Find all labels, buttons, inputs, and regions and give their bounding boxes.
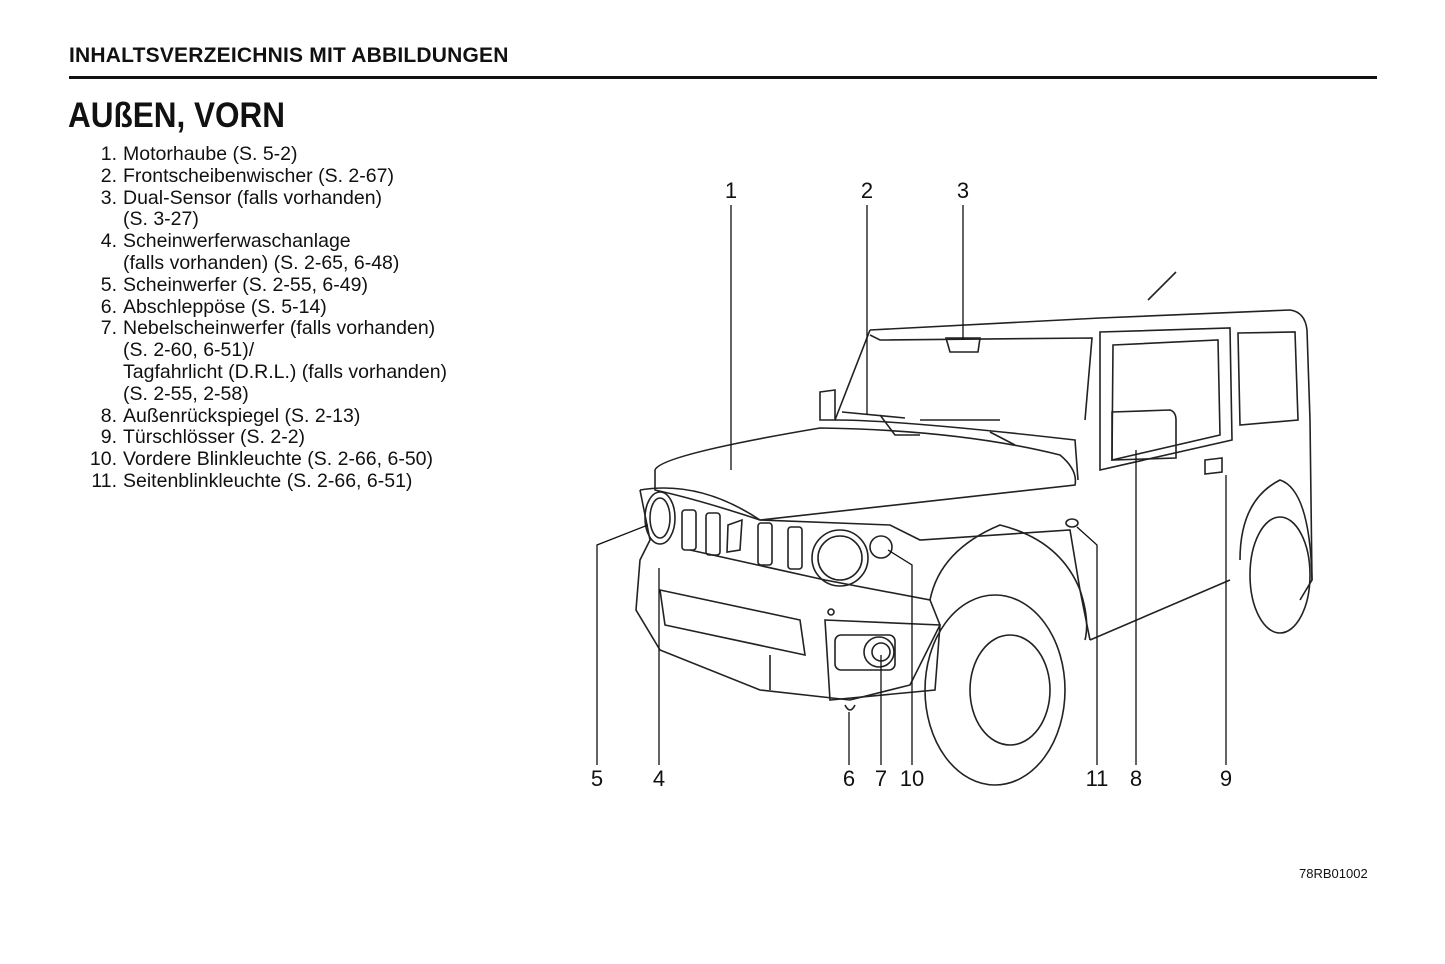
list-item: 5. Scheinwerfer (S. 2-55, 6-49) — [78, 273, 447, 297]
callout-9: 9 — [1220, 766, 1232, 791]
item-line: Scheinwerfer (S. 2-55, 6-49) — [123, 273, 368, 296]
callout-1: 1 — [725, 178, 737, 203]
item-line: Seitenblinkleuchte (S. 2-66, 6-51) — [123, 469, 413, 492]
figure-reference: 78RB01002 — [1299, 866, 1368, 881]
callout-7: 7 — [875, 766, 887, 791]
list-item: 9. Türschlösser (S. 2-2) — [78, 427, 447, 449]
item-text: Türschlösser (S. 2-2) — [123, 427, 305, 449]
item-number: 1. — [100, 143, 117, 165]
item-line: Türschlösser (S. 2-2) — [123, 426, 306, 449]
item-line: Abschleppöse (S. 5-14) — [123, 295, 327, 318]
item-number: 5. — [100, 273, 117, 296]
list-item: 11. Seitenblinkleuchte (S. 2-66, 6-51) — [78, 469, 447, 493]
list-item: 1. Motorhaube (S. 5-2) — [78, 143, 447, 166]
list-item: 6. Abschleppöse (S. 5-14) — [78, 295, 447, 319]
callout-10: 10 — [900, 766, 924, 791]
item-number: 7. — [100, 317, 117, 340]
item-line: Nebelscheinwerfer (falls vorhanden) — [123, 317, 436, 340]
item-line: Dual-Sensor (falls vorhanden) — [123, 186, 383, 209]
item-number: 6. — [100, 295, 117, 318]
item-number: 4. — [100, 230, 117, 253]
item-line: (S. 2-55, 2-58) — [123, 382, 249, 405]
item-line: Außenrückspiegel (S. 2-13) — [123, 404, 361, 427]
item-number: 11. — [91, 469, 117, 492]
item-line: (falls vorhanden) (S. 2-65, 6-48) — [123, 251, 400, 274]
item-text: Nebelscheinwerfer (falls vorhanden)(S. 2… — [123, 318, 447, 405]
callout-3: 3 — [957, 178, 969, 203]
list-item: 3. Dual-Sensor (falls vorhanden)(S. 3-27) — [78, 186, 447, 232]
item-line: Scheinwerferwaschanlage — [123, 230, 351, 253]
item-text: Scheinwerfer (S. 2-55, 6-49) — [123, 273, 368, 297]
callout-6: 6 — [843, 766, 855, 791]
parts-list: 1. Motorhaube (S. 5-2) 2. Frontscheibenwisc… — [78, 143, 447, 493]
callout-5: 5 — [591, 766, 603, 791]
item-number: 9. — [100, 426, 117, 449]
item-line: Motorhaube (S. 5-2) — [123, 143, 298, 165]
item-number: 8. — [100, 404, 117, 427]
item-text: Frontscheibenwischer (S. 2-67) — [123, 164, 394, 188]
item-line: Frontscheibenwischer (S. 2-67) — [123, 164, 394, 187]
list-item: 7.Nebelscheinwerfer (falls vorhanden)(S.… — [78, 317, 447, 405]
item-number: 10. — [89, 448, 117, 471]
page-title: AUßEN, VORN — [68, 96, 286, 135]
list-item: 4. Scheinwerferwaschanlage(falls vorhande… — [78, 230, 447, 275]
item-text: Seitenblinkleuchte (S. 2-66, 6-51) — [123, 469, 413, 493]
callout-2: 2 — [861, 178, 873, 203]
section-header: INHALTSVERZEICHNIS MIT ABBILDUNGEN — [69, 44, 509, 67]
item-text: Dual-Sensor (falls vorhanden)(S. 3-27) — [123, 186, 383, 232]
item-text: Vordere Blinkleuchte (S. 2-66, 6-50) — [123, 448, 434, 471]
item-line: (S. 3-27) — [123, 208, 199, 231]
item-line: Tagfahrlicht (D.R.L.) (falls vorhanden) — [123, 360, 448, 383]
item-line: Vordere Blinkleuchte (S. 2-66, 6-50) — [123, 448, 434, 471]
callout-4: 4 — [653, 766, 665, 791]
list-item: 10. Vordere Blinkleuchte (S. 2-66, 6-50) — [78, 448, 447, 471]
item-number: 3. — [100, 186, 117, 209]
item-text: Scheinwerferwaschanlage(falls vorhanden)… — [123, 230, 400, 275]
grille-slots — [681, 509, 803, 570]
callout-lines — [596, 205, 1227, 765]
car-drawing — [635, 271, 1313, 786]
item-line: (S. 2-60, 6-51)/ — [123, 339, 255, 362]
list-item: 2. Frontscheibenwischer (S. 2-67) — [78, 164, 447, 188]
item-text: Abschleppöse (S. 5-14) — [123, 295, 327, 319]
item-text: Außenrückspiegel (S. 2-13) — [123, 404, 361, 428]
callout-11: 11 — [1086, 766, 1109, 791]
callout-8: 8 — [1130, 766, 1142, 791]
item-text: Motorhaube (S. 5-2) — [123, 143, 298, 166]
item-number: 2. — [100, 164, 117, 187]
list-item: 8. Außenrückspiegel (S. 2-13) — [78, 404, 447, 428]
header-rule — [69, 76, 1377, 79]
